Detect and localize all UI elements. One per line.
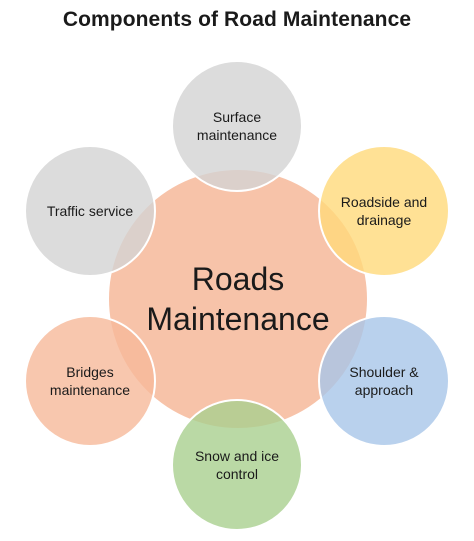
roadside-circle bbox=[318, 145, 450, 277]
traffic-label: Traffic service bbox=[46, 203, 134, 219]
bridges-circle bbox=[24, 315, 156, 447]
snow-label: Snow and ice control bbox=[194, 448, 280, 482]
roadside-label: Roadside and drainage bbox=[340, 194, 428, 228]
snow-circle bbox=[171, 399, 303, 531]
shoulder-circle bbox=[318, 315, 450, 447]
center-label: Roads Maintenance bbox=[146, 261, 330, 337]
bridges-label: Bridges maintenance bbox=[49, 364, 131, 398]
traffic-circle bbox=[24, 145, 156, 277]
diagram-title: Components of Road Maintenance bbox=[62, 8, 412, 31]
shoulder-label: Shoulder & approach bbox=[349, 364, 419, 398]
surface-label: Surface maintenance bbox=[196, 109, 278, 143]
surface-circle bbox=[171, 60, 303, 192]
